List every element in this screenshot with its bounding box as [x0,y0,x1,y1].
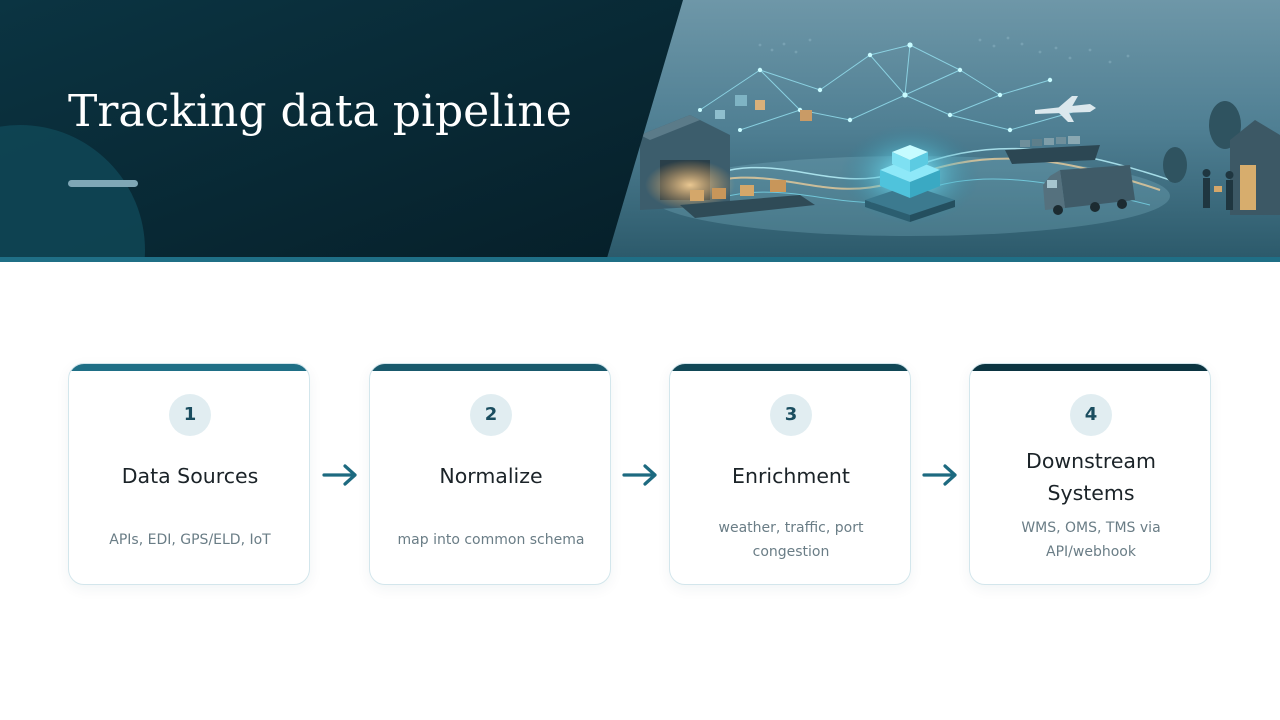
house-icon [1230,120,1280,215]
card-top-bar [970,364,1210,371]
step-number-badge: 4 [1070,394,1112,436]
step-card-normalize: 2 Normalize map into common schema [369,363,611,585]
arrow-right-icon [322,464,357,486]
header-divider [0,257,1280,262]
title-panel [0,0,683,258]
step-card-data-sources: 1 Data Sources APIs, EDI, GPS/ELD, IoT [68,363,310,585]
step-number-badge: 3 [770,394,812,436]
step-number-badge: 1 [169,394,211,436]
decorative-circle [0,125,145,258]
world-map-icon [758,36,1130,64]
header-band: Tracking data pipeline [0,0,1280,262]
people-icon [1202,169,1234,210]
step-description: WMS, OMS, TMS via API/webhook [1021,520,1161,560]
title-accent-bar [68,180,138,187]
data-hub-icon [840,125,980,225]
step-title: Enrichment [732,464,850,488]
step-title: Data Sources [121,464,259,488]
step-description: weather, traffic, port congestion [718,520,864,560]
step-title: Normalize [439,464,543,488]
card-top-bar [670,364,910,371]
card-top-bar [370,364,610,371]
step-description: APIs, EDI, GPS/ELD, IoT [109,532,271,548]
airplane-icon [1035,96,1096,122]
step-title: Downstream Systems [1026,449,1156,505]
arrow-right-icon [622,464,657,486]
package-icon [680,95,815,218]
logistics-hero-illustration [0,0,1280,258]
step-number-badge: 2 [470,394,512,436]
arrow-right-icon [922,464,957,486]
card-top-bar [69,364,309,371]
cargo-ship-icon [1005,136,1100,164]
truck-icon [1043,165,1135,215]
step-card-enrichment: 3 Enrichment weather, traffic, port cong… [669,363,911,585]
step-card-downstream-systems: 4 Downstream Systems WMS, OMS, TMS via A… [969,363,1211,585]
step-description: map into common schema [397,532,585,548]
slide-title: Tracking data pipeline [68,86,572,137]
